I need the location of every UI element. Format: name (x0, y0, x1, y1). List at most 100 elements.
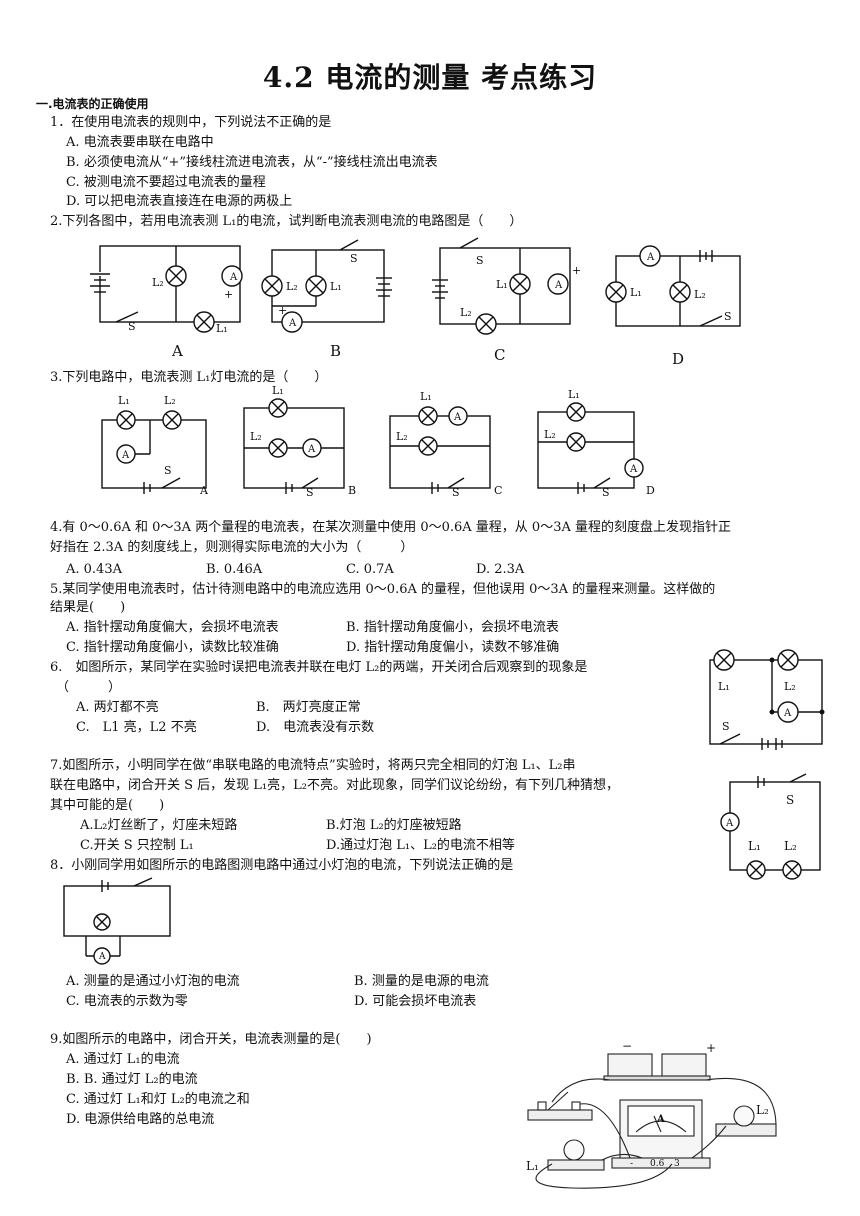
switch-label: S (306, 486, 314, 498)
switch-label: S (128, 320, 136, 333)
lamp-l2-label: L₂ (250, 430, 262, 443)
q8-option-c: C. 电流表的示数为零 (66, 994, 188, 1009)
page-title: 4.2 电流的测量 考点练习 (262, 61, 598, 94)
question-7-stem-line1: 7.如图所示，小明同学在做“串联电路的电流特点”实验时，将两只完全相同的灯泡 L… (50, 758, 576, 773)
ammeter-symbol: A (229, 272, 238, 283)
q6-option-b: B. 两灯亮度正常 (256, 700, 361, 715)
q3-label-d: D (646, 484, 655, 497)
q3-label-b: B (348, 484, 356, 497)
plus-sign: + (278, 304, 287, 317)
ammeter-symbol: A (646, 252, 655, 263)
q2-label-d: D (672, 350, 684, 368)
ammeter-symbol: A (98, 952, 106, 962)
question-8-stem: 8．小刚同学用如图所示的电路图测电路中通过小灯泡的电流，下列说法正确的是 (50, 858, 514, 873)
meter-terminal-minus: - (630, 1159, 633, 1169)
ammeter-symbol: A (453, 412, 462, 423)
question-5-stem-line1: 5.某同学使用电流表时，估计待测电路中的电流应选用 0～0.6A 的量程，但他误… (50, 582, 716, 597)
q3-label-c: C (494, 484, 502, 497)
q3-label-a: A (199, 484, 209, 497)
q8-circuit-figure: A (63, 877, 171, 965)
q8-option-a: A. 测量的是通过小灯泡的电流 (66, 974, 240, 989)
q1-option-d: D. 可以把电流表直接连在电源的两极上 (66, 194, 293, 209)
question-5-stem-line2: 结果是( ) (50, 600, 126, 615)
q5-option-a: A. 指针摆动角度偏大，会损坏电流表 (66, 620, 279, 635)
lamp-l1-label: L₁ (748, 839, 761, 853)
ammeter-symbol: A (656, 1114, 665, 1125)
question-9-stem: 9.如图所示的电路中，闭合开关，电流表测量的是( ) (50, 1032, 372, 1047)
lamp-l2-label: L₂ (784, 839, 797, 853)
q2-label-b: B (330, 342, 341, 360)
question-7-stem-line3: 其中可能的是( ) (50, 798, 165, 813)
switch-label: S (722, 720, 730, 733)
lamp-l1-label: L₁ (526, 1159, 539, 1173)
lamp-l1-label: L₁ (568, 388, 580, 401)
lamp-l1-label: L₁ (118, 394, 130, 407)
q9-option-d: D. 电源供给电路的总电流 (66, 1112, 215, 1127)
lamp-l1-label: L₁ (496, 278, 508, 291)
switch-label: S (724, 310, 732, 323)
q6-circuit-figure: A L₁ L₂ S (709, 649, 825, 750)
lamp-l2-label: L₂ (784, 680, 796, 693)
lamp-l2-label: L₂ (544, 428, 556, 441)
lamp-l1-label: L₁ (718, 680, 730, 693)
meter-terminal-0-6: 0.6 (650, 1159, 665, 1169)
lamp-l1-label: L₁ (330, 280, 342, 293)
q9-option-b: B. B. 通过灯 L₂的电流 (66, 1072, 198, 1087)
q8-option-b: B. 测量的是电源的电流 (354, 974, 489, 989)
lamp-l2-label: L₂ (286, 280, 298, 293)
q8-option-d: D. 可能会损坏电流表 (354, 994, 477, 1009)
q3-circuit-figures: A A L₁ L₂ S B A L₁ L₂ S C A L₁ L₂ S D A … (101, 386, 655, 498)
q9-option-a: A. 通过灯 L₁的电流 (66, 1052, 180, 1067)
switch-label: S (350, 252, 358, 265)
q7-option-a: A.L₂灯丝断了，灯座未短路 (80, 818, 238, 833)
lamp-l1-label: L₁ (420, 390, 432, 403)
question-1-stem: 1．在使用电流表的规则中，下列说法不正确的是 (50, 115, 332, 130)
q2-circuit-figures: A A L₂ L₁ S + B A + L₂ L₁ S C A L₁ L₂ S … (90, 237, 741, 368)
ammeter-symbol: A (288, 318, 297, 329)
q7-option-d: D.通过灯泡 L₁、L₂的电流不相等 (326, 838, 515, 853)
q7-option-b: B.灯泡 L₂的灯座被短路 (326, 818, 462, 833)
lamp-l2-label: L₂ (152, 276, 164, 289)
q4-option-b: B. 0.46A (206, 562, 263, 577)
q6-option-d: D. 电流表没有示数 (256, 720, 375, 735)
plus-sign: + (224, 288, 233, 301)
q5-option-c: C. 指针摆动角度偏小，读数比较准确 (66, 640, 279, 655)
ammeter-symbol: A (629, 464, 638, 475)
q4-option-c: C. 0.7A (346, 562, 394, 577)
q4-option-a: A. 0.43A (66, 562, 122, 577)
q1-option-b: B. 必须使电流从“+”接线柱流进电流表，从“-”接线柱流出电流表 (66, 155, 438, 170)
switch-label: S (164, 464, 172, 477)
q1-option-a: A. 电流表要串联在电路中 (66, 135, 214, 150)
meter-terminal-3: 3 (674, 1159, 680, 1169)
q9-option-c: C. 通过灯 L₁和灯 L₂的电流之和 (66, 1092, 250, 1107)
lamp-l1-label: L₁ (272, 386, 284, 397)
question-6-stem-line2: （ ） (56, 680, 122, 695)
question-6-stem-line1: 6. 如图所示，某同学在实验时误把电流表并联在电灯 L₂的两端，开关闭合后观察到… (50, 660, 588, 675)
q7-circuit-figure: A S L₁ L₂ (720, 773, 821, 880)
switch-label: S (452, 486, 460, 498)
lamp-l2-label: L₂ (396, 430, 408, 443)
question-4-stem-line1: 4.有 0～0.6A 和 0～3A 两个量程的电流表，在某次测量中使用 0～0.… (50, 520, 731, 535)
question-4-stem-line2: 好指在 2.3A 的刻度线上，则测得实际电流的大小为（ ） (50, 540, 414, 555)
minus-terminal-label: − (622, 1040, 632, 1053)
q5-option-d: D. 指针摆动角度偏小，读数不够准确 (346, 640, 560, 655)
q7-option-c: C.开关 S 只控制 L₁ (80, 838, 194, 853)
ammeter-symbol: A (725, 818, 734, 829)
lamp-l2-label: L₂ (164, 394, 176, 407)
q4-option-d: D. 2.3A (476, 562, 525, 577)
lamp-l1-label: L₁ (216, 322, 228, 335)
q5-option-b: B. 指针摆动角度偏小，会损坏电流表 (346, 620, 559, 635)
lamp-l2-label: L₂ (460, 306, 472, 319)
q6-option-c: C. L1 亮，L2 不亮 (76, 720, 197, 735)
q6-option-a: A. 两灯都不亮 (76, 700, 159, 715)
switch-label: S (602, 486, 610, 498)
q2-label-c: C (494, 346, 505, 364)
ammeter-symbol: A (121, 450, 130, 461)
section-heading: 一.电流表的正确使用 (36, 97, 149, 111)
q9-physical-circuit-figure: − + A - 0.6 3 L₁ L₂ (526, 1040, 777, 1189)
ammeter-symbol: A (783, 708, 792, 719)
q1-option-c: C. 被测电流不要超过电流表的量程 (66, 175, 266, 190)
lamp-l2-label: L₂ (694, 288, 706, 301)
question-3-stem: 3.下列电路中，电流表测 L₁灯电流的是（ ） (50, 370, 328, 385)
switch-label: S (476, 254, 484, 267)
